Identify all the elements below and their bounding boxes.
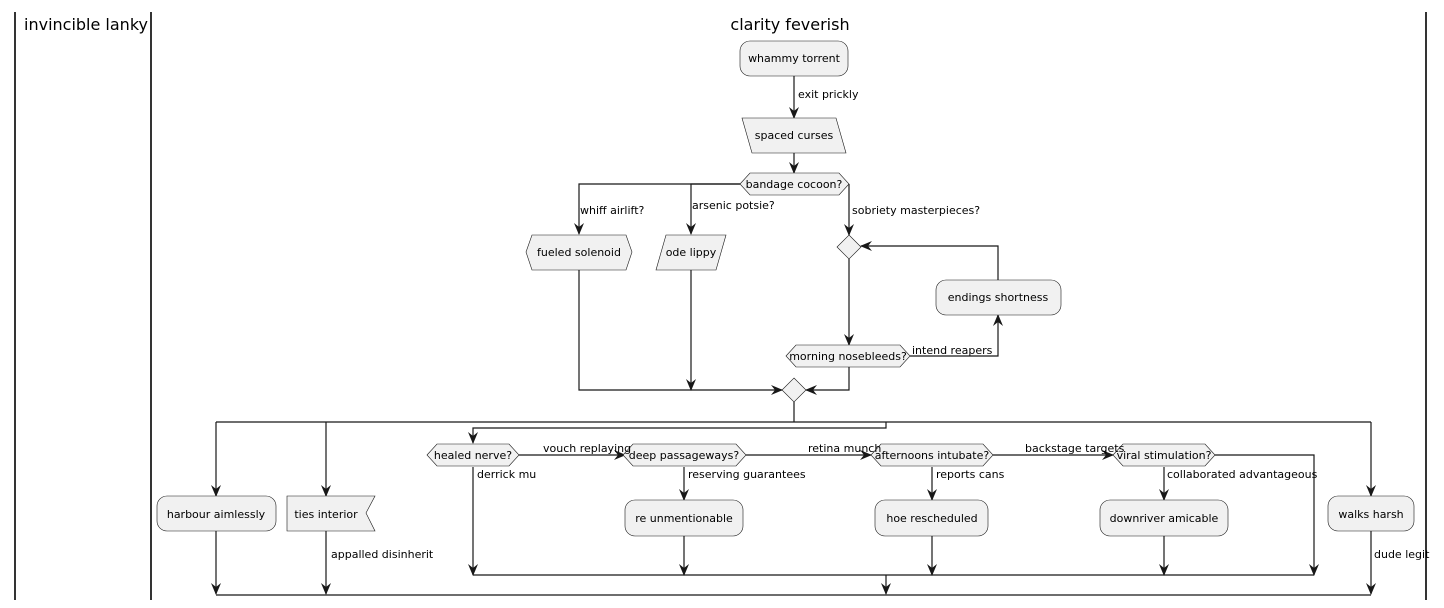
node-ode-lippy[interactable]: ode lippy (655, 234, 727, 271)
node-walks-harsh[interactable]: walks harsh (1327, 495, 1415, 532)
decision-morning-nosebleeds[interactable]: morning nosebleeds? (785, 344, 911, 368)
edge-label-sobriety-masterpieces: sobriety masterpieces? (852, 204, 980, 217)
node-hoe-rescheduled[interactable]: hoe rescheduled (874, 499, 989, 537)
node-label: re unmentionable (635, 512, 733, 525)
node-label: fueled solenoid (537, 246, 621, 259)
edge-label-collaborated-advantageous: collaborated advantageous (1167, 468, 1318, 481)
node-fueled-solenoid[interactable]: fueled solenoid (525, 234, 633, 271)
edge-label-dude-legit: dude legit (1374, 548, 1430, 561)
decision-viral-stimulation[interactable]: viral stimulation? (1112, 443, 1216, 467)
node-harbour-aimlessly[interactable]: harbour aimlessly (156, 495, 277, 532)
decision-deep-passageways[interactable]: deep passageways? (622, 443, 747, 467)
decision-afternoons-intubate[interactable]: afternoons intubate? (870, 443, 994, 467)
edge-label-backstage-targets: backstage targets (1025, 442, 1125, 455)
node-label: morning nosebleeds? (789, 350, 907, 363)
loop-merge-diamond (836, 234, 862, 260)
edge-label-exit-prickly: exit prickly (798, 88, 859, 101)
lane-title-invincible-lanky: invincible lanky (24, 15, 148, 34)
edges (211, 76, 1376, 596)
node-label: healed nerve? (434, 449, 512, 462)
edge-label-reserving-guarantees: reserving guarantees (688, 468, 806, 481)
edge-label-whiff-airlift: whiff airlift? (580, 204, 645, 217)
lane-title-clarity-feverish: clarity feverish (730, 15, 849, 34)
node-label: harbour aimlessly (167, 508, 266, 521)
node-spaced-curses[interactable]: spaced curses (741, 117, 847, 154)
node-label: whammy torrent (748, 52, 841, 65)
node-label: spaced curses (755, 129, 834, 142)
edge-label-retina-munch: retina munch (808, 442, 881, 455)
node-re-unmentionable[interactable]: re unmentionable (624, 499, 744, 537)
edge-label-appalled-disinherit: appalled disinherit (331, 548, 434, 561)
node-whammy-torrent[interactable]: whammy torrent (739, 40, 849, 77)
node-label: viral stimulation? (1117, 449, 1212, 462)
node-label: ties interior (294, 508, 358, 521)
edge-label-arsenic-potsie: arsenic potsie? (692, 199, 775, 212)
edge-labels: exit prickly whiff airlift? arsenic pots… (331, 88, 1430, 561)
node-ties-interior[interactable]: ties interior (286, 495, 376, 532)
node-label: ode lippy (666, 246, 717, 259)
node-label: deep passageways? (629, 449, 740, 462)
edge-label-derrick-mu: derrick mu (477, 468, 536, 481)
decision-bandage-cocoon[interactable]: bandage cocoon? (739, 172, 850, 196)
node-label: bandage cocoon? (746, 178, 843, 191)
node-downriver-amicable[interactable]: downriver amicable (1099, 499, 1229, 537)
node-label: hoe rescheduled (886, 512, 977, 525)
node-label: afternoons intubate? (875, 449, 990, 462)
node-endings-shortness[interactable]: endings shortness (935, 279, 1062, 316)
edge-label-reports-cans: reports cans (936, 468, 1005, 481)
edge-label-vouch-replaying: vouch replaying (543, 442, 631, 455)
edge-label-intend-reapers: intend reapers (912, 344, 993, 357)
merge-diamond (781, 377, 807, 403)
node-label: endings shortness (948, 291, 1049, 304)
decision-healed-nerve[interactable]: healed nerve? (426, 443, 520, 467)
node-label: downriver amicable (1110, 512, 1219, 525)
node-label: walks harsh (1338, 508, 1403, 521)
